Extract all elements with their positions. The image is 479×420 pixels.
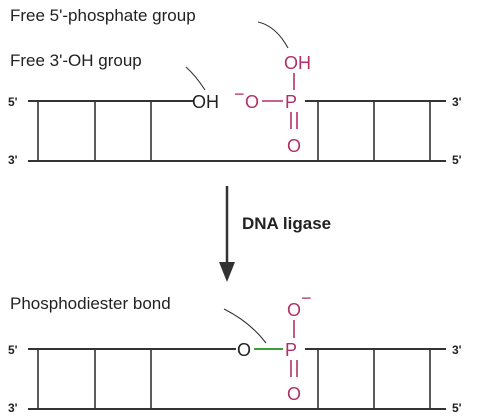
bottom-left-5prime-end: 5' <box>8 343 18 357</box>
bottom-charge: − <box>301 288 312 308</box>
reaction-arrow <box>219 186 235 282</box>
free-phosphate-label: Free 5'-phosphate group <box>10 6 196 25</box>
top-right-3prime-end: 3' <box>452 95 462 109</box>
top-dna-segment: 5' 3' 3' 5' OH OH − O P O <box>8 53 462 167</box>
bottom-double-bonded-o: O <box>287 384 301 404</box>
free-oh-leader <box>185 66 206 91</box>
phosphodiester-label: Phosphodiester bond <box>10 294 171 313</box>
phosphodiester-leader <box>223 308 267 344</box>
bottom-phosphorus: P <box>285 340 297 360</box>
top-right-5prime-end: 5' <box>452 153 462 167</box>
free-oh-label: Free 3'-OH group <box>10 51 142 70</box>
bottom-dna-segment: 5' 3' 3' 5' O O − P O <box>8 288 462 415</box>
top-charge: − <box>234 84 245 104</box>
top-left-5prime-end: 5' <box>8 95 18 109</box>
top-double-bonded-o: O <box>287 136 301 156</box>
bottom-left-3prime-end: 3' <box>8 401 18 415</box>
enzyme-label: DNA ligase <box>242 214 331 233</box>
free-phosphate-leader <box>257 21 289 49</box>
bottom-right-5prime-end: 5' <box>452 401 462 415</box>
top-hydroxyl: OH <box>192 92 219 112</box>
arrow-head <box>219 262 235 282</box>
top-phosphorus: P <box>285 92 297 112</box>
top-left-3prime-end: 3' <box>8 153 18 167</box>
bottom-right-3prime-end: 3' <box>452 343 462 357</box>
top-phosphate-oh: OH <box>284 53 311 73</box>
top-o-minus: O <box>245 92 259 112</box>
bottom-bridge-oxygen: O <box>237 340 251 360</box>
bottom-o-minus: O <box>287 300 301 320</box>
